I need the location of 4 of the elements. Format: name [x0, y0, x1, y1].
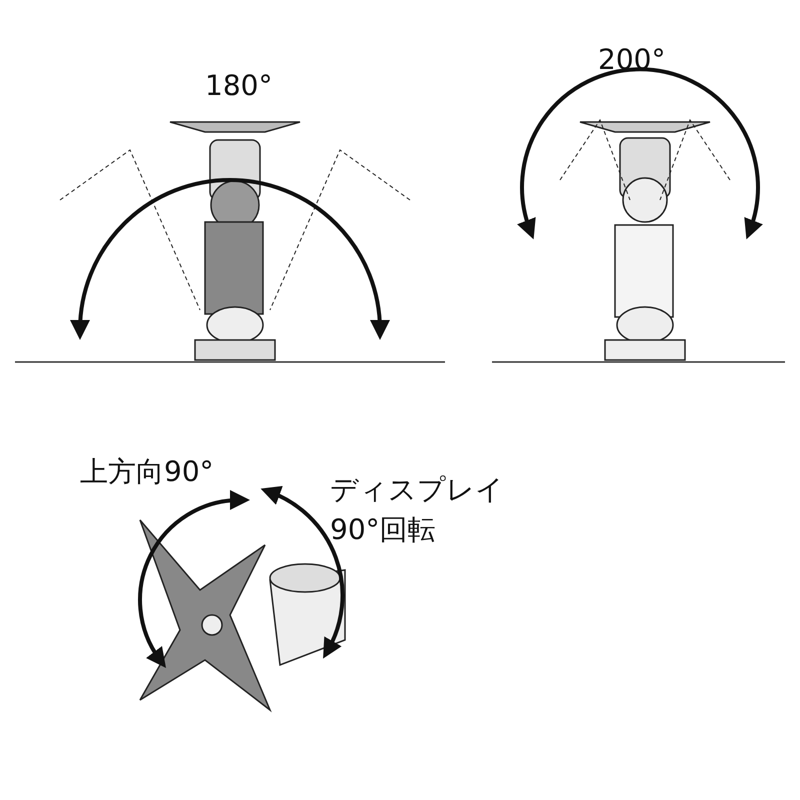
rotation-label: ディスプレイ90°回転 [330, 472, 505, 548]
tilt-label: 上方向90° [80, 454, 214, 490]
angle-label: 180° [205, 68, 272, 104]
angle-label: 200° [598, 42, 666, 78]
